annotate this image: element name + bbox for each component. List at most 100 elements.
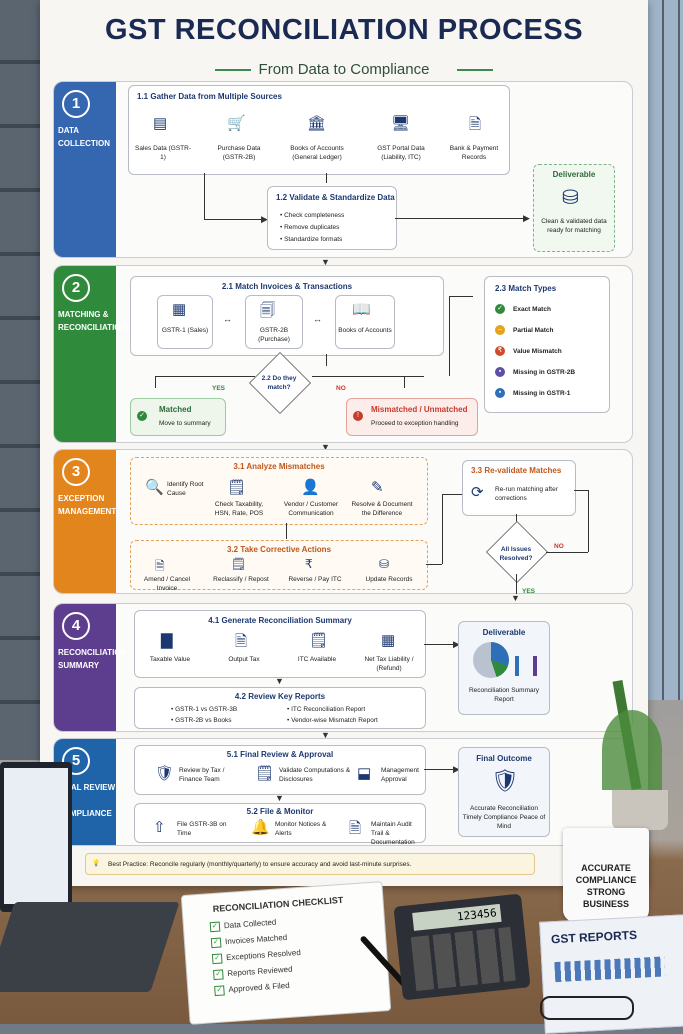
source-purchase: Purchase Data (GSTR-2B) <box>217 145 261 161</box>
sales-doc-icon: ▤ <box>153 115 168 132</box>
summary-item: ITC Available <box>297 656 337 663</box>
reclassify-icon: 🗒 <box>231 557 247 571</box>
phase-1-number: 1 <box>62 90 90 118</box>
flow-arrow: ▼ <box>275 793 284 803</box>
validate-item: • Standardize formats <box>280 236 343 243</box>
flow-line <box>516 574 517 594</box>
upload-icon: ⇧ <box>153 819 166 836</box>
checklist-item: Exceptions Resolved <box>225 947 302 963</box>
doc-gstr2b: 🗐 GSTR-2B (Purchase) <box>245 295 303 349</box>
database-check-icon: ⛁ <box>562 187 579 209</box>
audit-doc-icon: 🗎 <box>349 820 362 837</box>
flow-arrow: ▶ <box>453 764 460 774</box>
matched-text: Move to summary <box>159 420 211 427</box>
flow-line <box>588 490 589 552</box>
report-item: • Vendor-wise Mismatch Report <box>287 717 378 724</box>
spreadsheet-icon: ▦ <box>172 301 187 318</box>
source-sales: Sales Data (GSTR-1) <box>135 145 191 161</box>
validate-item: • Check completeness <box>280 212 345 219</box>
database-icon: ⛁ <box>379 557 390 571</box>
missing-1-icon: ▪ <box>495 388 505 398</box>
bar-chart-icon: ▇ <box>161 632 173 649</box>
report-item: • GSTR-1 vs GSTR-3B <box>171 706 238 713</box>
checkbox-icon: ✓ <box>214 985 225 997</box>
flow-arrow: ▶ <box>453 639 460 649</box>
source-bank: Bank & Payment Records <box>449 145 499 161</box>
doc-books: 📖 Books of Accounts <box>335 295 395 349</box>
mismatch-box: ! Mismatched / Unmatched Proceed to exce… <box>346 398 478 436</box>
action-item: Update Records <box>365 576 413 583</box>
laptop-screen <box>4 768 68 904</box>
flow-line <box>286 523 287 539</box>
file-title: 5.2 File & Monitor <box>246 807 314 816</box>
value-mismatch-icon: ₹ <box>495 346 505 356</box>
mismatch-text: Proceed to exception handling <box>371 420 459 427</box>
tax-doc-icon: 🗎 <box>235 633 248 650</box>
flow-line <box>312 376 424 377</box>
best-practice-text: Best Practice: Reconcile regularly (mont… <box>108 861 412 868</box>
deliverable-title: Deliverable <box>552 170 596 179</box>
amend-doc-icon: 🗎 <box>155 559 165 573</box>
report-item: • GSTR-2B vs Books <box>171 717 232 724</box>
phase-4-band: 4 RECONCILIATION SUMMARY <box>54 604 126 731</box>
flow-line <box>546 552 588 553</box>
actions-title: 3.2 Take Corrective Actions <box>226 545 332 554</box>
flow-line <box>442 494 443 564</box>
flow-arrow: ▶ <box>523 213 530 223</box>
gather-title: 1.1 Gather Data from Multiple Sources <box>137 92 282 101</box>
matched-title: Matched <box>159 405 192 414</box>
flow-arrow: ▼ <box>275 676 284 686</box>
flow-arrow: ▶ <box>261 214 268 224</box>
mug-text: ACCURATE COMPLIANCE STRONG BUSINESS <box>575 863 637 909</box>
phase-3-name: EXCEPTION MANAGEMENT <box>58 494 117 516</box>
deliverable-title: Deliverable <box>482 628 526 637</box>
analyze-item: Check Taxability, HSN, Rate, POS <box>214 501 264 517</box>
analyze-item: Resolve & Document the Difference <box>351 501 413 517</box>
match-types-title: 2.3 Match Types <box>495 284 557 293</box>
summary-item: Taxable Value <box>149 656 191 663</box>
final-outcome-box: Final Outcome 🛡 Accurate Reconciliation … <box>458 747 550 837</box>
doc-gstr1: ▦ GSTR-1 (Sales) <box>157 295 213 349</box>
validate-item: • Remove duplicates <box>280 224 340 231</box>
revalidate-text: Re-run matching after corrections <box>495 486 558 502</box>
swap-arrow: ↔ <box>223 314 232 324</box>
phase-2: 2 MATCHING & RECONCILIATION 2.1 Match In… <box>53 265 633 443</box>
checklist-item: Approved & Filed <box>228 980 290 995</box>
flow-line <box>395 218 525 219</box>
phase-2-number: 2 <box>62 274 90 302</box>
resolved-question: All Issues Resolved? <box>499 546 533 562</box>
calculator-display: 123456 <box>412 903 502 931</box>
deliverable-text: Clean & validated data ready for matchin… <box>541 218 607 234</box>
lightbulb-icon: 💡 <box>92 860 101 867</box>
laptop <box>0 762 72 912</box>
match-type: Missing in GSTR-1 <box>513 390 571 397</box>
report-bars <box>554 956 666 983</box>
phase-2-name: MATCHING & RECONCILIATION <box>58 310 127 332</box>
rupee-coin-icon: ₹ <box>305 557 313 571</box>
analyze-item: Vendor / Customer Communication <box>283 501 339 517</box>
checklist-item: Invoices Matched <box>224 932 288 947</box>
analyze-box: 3.1 Analyze Mismatches 🔍 Identify Root C… <box>130 457 428 525</box>
bank-building-icon: 🏛 <box>307 115 327 132</box>
no-label: NO <box>554 543 564 550</box>
match-type: Exact Match <box>513 306 551 313</box>
validate-box: 1.2 Validate & Standardize Data • Check … <box>267 186 397 250</box>
final-outcome-text: Accurate Reconciliation Timely Complianc… <box>462 805 546 830</box>
analyze-title: 3.1 Analyze Mismatches <box>233 462 325 471</box>
source-portal: GST Portal Data (Liability, ITC) <box>377 145 425 161</box>
person-icon: 👤 <box>301 479 320 496</box>
flow-line <box>155 376 255 377</box>
checklist-notebook: RECONCILIATION CHECKLIST ✓ Data Collecte… <box>180 881 392 1025</box>
phase-arrow: ▼ <box>321 730 330 740</box>
action-item: Reclassify / Repost <box>213 576 269 583</box>
coffee-mug: ACCURATE COMPLIANCE STRONG BUSINESS <box>563 828 649 922</box>
missing-2b-icon: ▪ <box>495 367 505 377</box>
action-item: Reverse / Pay ITC <box>288 576 342 583</box>
laptop-keyboard <box>0 902 180 992</box>
report-item: • ITC Reconciliation Report <box>287 706 366 713</box>
refresh-icon: ⟳ <box>471 484 484 501</box>
action-item: Amend / Cancel Invoice <box>143 576 191 592</box>
revalidate-title: 3.3 Re-validate Matches <box>471 466 562 475</box>
checklist-icon: 🗒 <box>255 765 275 782</box>
phase-4: 4 RECONCILIATION SUMMARY 4.1 Generate Re… <box>53 603 633 732</box>
